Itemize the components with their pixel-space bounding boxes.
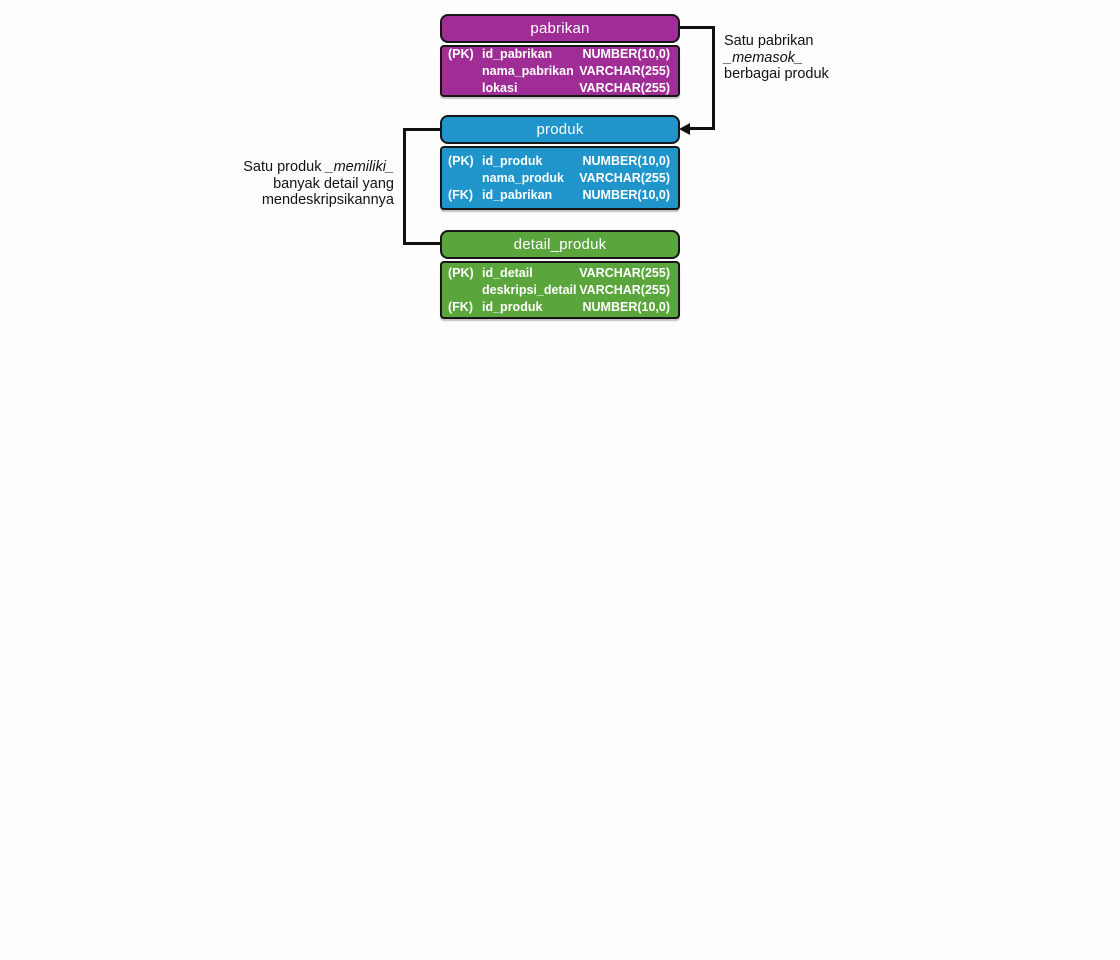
note-text: berbagai produk	[724, 66, 829, 82]
column-key: (PK)	[448, 46, 474, 61]
note-line: Satu produk _memiliki_	[180, 159, 394, 176]
column-type: VARCHAR(255)	[579, 80, 670, 95]
column-name: id_detail	[482, 265, 533, 280]
column-name: lokasi	[482, 80, 518, 95]
column-key	[448, 80, 482, 97]
column-name: nama_pabrikan	[482, 63, 574, 78]
column-name: id_produk	[482, 153, 543, 168]
note-text: Satu pabrikan	[724, 33, 814, 49]
table-body-detail-produk: (PK) id_detail VARCHAR(255) deskripsi_de…	[440, 261, 680, 319]
column-type: VARCHAR(255)	[579, 282, 670, 297]
column-name: id_pabrikan	[482, 46, 553, 61]
entity-table-produk[interactable]: produk (PK) id_produk NUMBER(10,0) nama_…	[440, 115, 680, 210]
connector-segment	[403, 128, 406, 245]
table-title: detail_produk	[513, 236, 607, 253]
column-key	[448, 282, 482, 299]
arrowhead-icon	[679, 122, 690, 135]
column-key	[448, 170, 482, 187]
column-name: id_pabrikan	[482, 187, 553, 202]
column-type: NUMBER(10,0)	[582, 299, 670, 314]
entity-table-pabrikan[interactable]: pabrikan (PK) id_pabrikan NUMBER(10,0) n…	[440, 14, 680, 97]
connector-segment	[403, 242, 440, 245]
note-line: mendeskripsikannya	[180, 192, 394, 209]
column-name: deskripsi_detail	[482, 282, 577, 297]
note-text: banyak detail yang	[273, 175, 394, 192]
table-row: deskripsi_detail VARCHAR(255)	[448, 282, 670, 299]
column-type: VARCHAR(255)	[579, 63, 670, 78]
column-key: (PK)	[448, 153, 474, 168]
column-type: NUMBER(10,0)	[582, 46, 670, 61]
relationship-note-produk-detail: Satu produk _memiliki_ banyak detail yan…	[180, 159, 394, 209]
column-type: VARCHAR(255)	[579, 265, 670, 280]
table-row: (FK) id_produk NUMBER(10,0)	[448, 299, 670, 316]
column-key	[448, 63, 482, 80]
column-type: NUMBER(10,0)	[582, 153, 670, 168]
column-name: id_produk	[482, 299, 543, 314]
note-text: mendeskripsikannya	[261, 192, 394, 208]
table-header-produk[interactable]: produk	[440, 115, 680, 144]
note-line: Satu pabrikan	[724, 33, 829, 50]
note-text-italic: _memiliki_	[325, 159, 395, 175]
table-header-pabrikan[interactable]: pabrikan	[440, 14, 680, 43]
connector-segment	[680, 26, 715, 29]
table-row: (PK) id_detail VARCHAR(255)	[448, 265, 670, 282]
column-key: (FK)	[448, 299, 473, 314]
note-line: berbagai produk	[724, 66, 829, 83]
note-text: Satu produk	[243, 159, 326, 175]
relationship-note-pabrikan-produk: Satu pabrikan _memasok_ berbagai produk	[724, 33, 829, 83]
note-line: banyak detail yang	[180, 176, 394, 193]
table-header-detail-produk[interactable]: detail_produk	[440, 230, 680, 259]
note-line: _memasok_	[724, 50, 829, 67]
table-row: (FK) id_pabrikan NUMBER(10,0)	[448, 187, 670, 204]
column-key: (PK)	[448, 265, 474, 280]
table-row: nama_produk VARCHAR(255)	[448, 170, 670, 187]
table-row: (PK) id_produk NUMBER(10,0)	[448, 153, 670, 170]
entity-table-detail-produk[interactable]: detail_produk (PK) id_detail VARCHAR(255…	[440, 230, 680, 319]
connector-segment	[712, 26, 715, 130]
column-type: VARCHAR(255)	[579, 170, 670, 185]
table-title: produk	[536, 121, 584, 138]
connector-segment	[403, 128, 440, 131]
column-name: nama_produk	[482, 170, 564, 185]
table-row: (PK) id_pabrikan NUMBER(10,0)	[448, 46, 670, 63]
table-body-produk: (PK) id_produk NUMBER(10,0) nama_produk …	[440, 146, 680, 210]
table-row: nama_pabrikan VARCHAR(255)	[448, 63, 670, 80]
table-row: lokasi VARCHAR(255)	[448, 80, 670, 97]
table-body-pabrikan: (PK) id_pabrikan NUMBER(10,0) nama_pabri…	[440, 45, 680, 97]
column-key: (FK)	[448, 187, 473, 202]
note-text-italic: _memasok_	[724, 49, 803, 66]
column-type: NUMBER(10,0)	[582, 187, 670, 202]
connector-segment	[689, 127, 715, 130]
table-title: pabrikan	[530, 20, 590, 37]
